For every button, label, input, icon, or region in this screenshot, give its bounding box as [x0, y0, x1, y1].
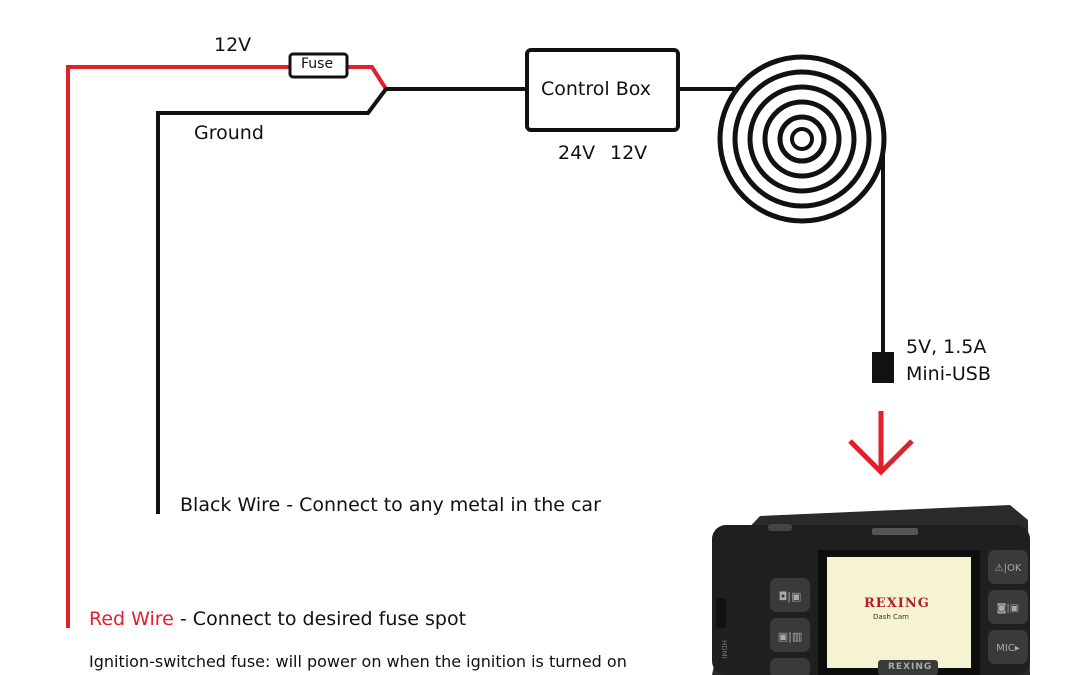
- output-spec-line1: 5V, 1.5A: [906, 336, 987, 358]
- dash-cam-image: ◘|▣ ▣|▥ ⚠|OK ◙|▣ MIC▸ HDMI: [712, 505, 1030, 675]
- svg-text:HDMI: HDMI: [720, 640, 728, 659]
- fuse-box: [288, 52, 349, 79]
- output-spec-line2: Mini-USB: [906, 363, 991, 385]
- output-voltage-label: 12V: [610, 142, 648, 164]
- black-wire: [156, 87, 528, 514]
- control-box-label: Control Box: [541, 78, 652, 100]
- red-wire: [66, 65, 388, 628]
- svg-text:◘|▣: ◘|▣: [779, 590, 802, 603]
- camera-bottom-logo: REXING: [888, 662, 933, 672]
- black-wire-instruction: Black Wire - Connect to any metal in the…: [180, 494, 601, 516]
- svg-text:▣|▥: ▣|▥: [778, 630, 803, 643]
- camera-brand-logo: REXING: [864, 596, 930, 611]
- supply-voltage-label: 12V: [214, 34, 252, 56]
- mini-usb-plug: [872, 352, 894, 383]
- svg-text:◙|▣: ◙|▣: [997, 603, 1020, 614]
- red-wire-text: - Connect to desired fuse spot: [173, 608, 467, 630]
- svg-text:MIC▸: MIC▸: [996, 643, 1020, 654]
- red-wire-title: Red Wire: [89, 608, 174, 630]
- input-voltage-label: 24V: [558, 142, 596, 164]
- coiled-cable-icon: [717, 54, 887, 224]
- svg-text:⚠|OK: ⚠|OK: [995, 563, 1022, 574]
- fuse-label: Fuse: [301, 56, 334, 72]
- ground-label: Ground: [194, 122, 264, 144]
- down-arrow-icon: [848, 411, 914, 476]
- red-wire-instruction: Red Wire - Connect to desired fuse spot: [89, 608, 466, 630]
- camera-model-text: Dash Cam: [873, 613, 909, 621]
- ignition-note: Ignition-switched fuse: will power on wh…: [89, 652, 627, 671]
